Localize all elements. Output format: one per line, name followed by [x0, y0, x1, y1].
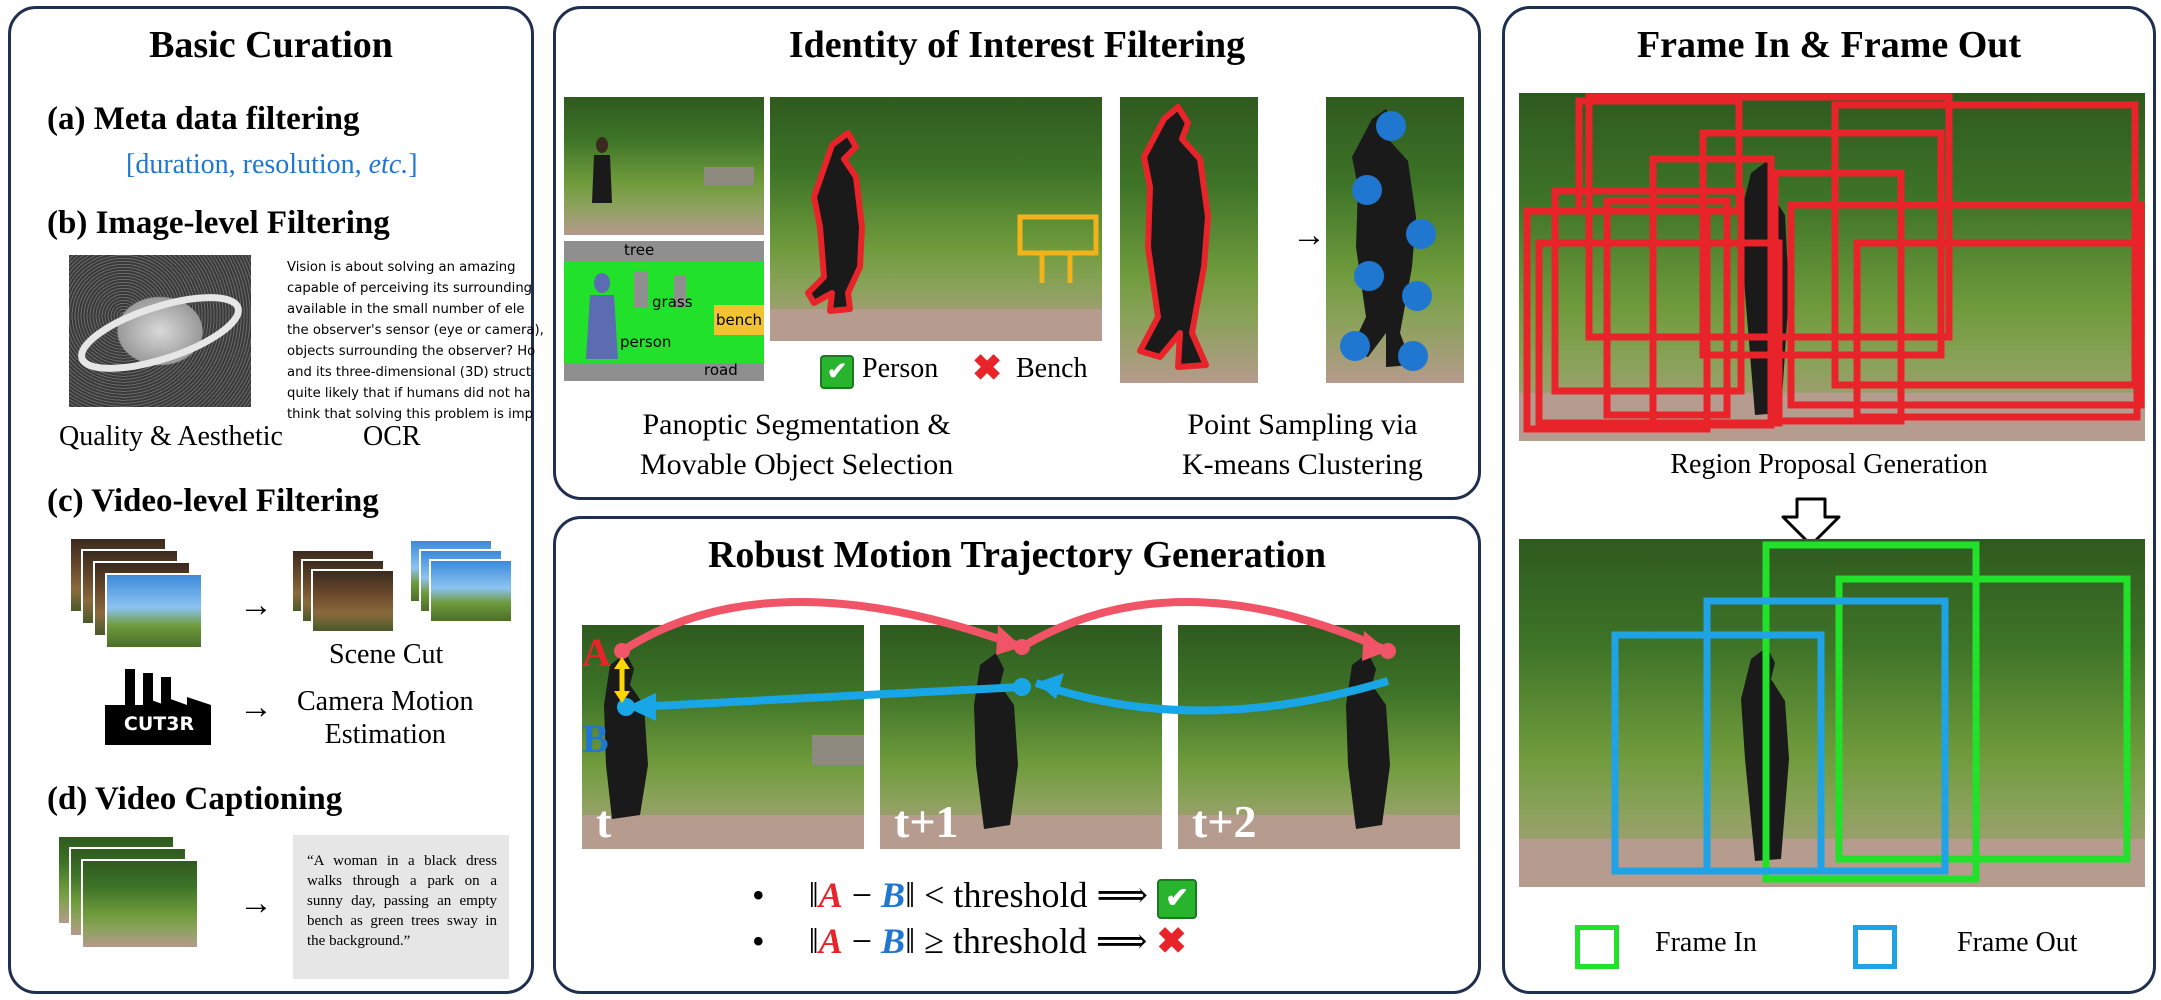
ocr-caption: OCR	[363, 421, 421, 452]
cut3r-logo-text: CUT3R	[123, 713, 195, 735]
rule-a: A	[818, 921, 843, 961]
ocr-line: available in the small number of ele	[287, 302, 525, 317]
kmeans-point	[1376, 111, 1406, 141]
seg-label-bench: bench	[716, 311, 763, 329]
right-arrow-icon: →	[239, 587, 273, 624]
video-filter-heading: (c) Video-level Filtering	[47, 483, 379, 519]
legend-bench: Bench	[1016, 353, 1088, 384]
kmeans-points-image	[1326, 97, 1464, 383]
frame-out-legend-swatch	[1853, 925, 1897, 969]
ocr-line: the observer's sensor (eye or camera),	[287, 323, 544, 338]
video-input-stack	[69, 537, 219, 657]
meta-tags-text: [duration, resolution,	[126, 149, 369, 180]
quality-aesthetic-caption: Quality & Aesthetic	[59, 421, 283, 452]
rule-b: B	[881, 875, 906, 915]
ocr-line: think that solving this problem is imp	[287, 407, 533, 422]
rule-accept: •‖A − B‖ < threshold ⟹ ✔	[752, 873, 1198, 919]
right-arrow-icon: →	[1292, 217, 1326, 254]
kmeans-point	[1402, 281, 1432, 311]
kmeans-point	[1354, 261, 1384, 291]
ocr-line: quite likely that if humans did not ha	[287, 386, 531, 401]
frame-in-out-panel: Frame In & Frame Out Region Proposal Gen…	[1502, 6, 2156, 994]
frame-label-t1: t+1	[894, 796, 959, 847]
trajectory-title: Robust Motion Trajectory Generation	[707, 534, 1327, 576]
right-arrow-icon: →	[239, 885, 273, 922]
seg-label-tree: tree	[624, 241, 655, 259]
check-icon: ✔	[1157, 878, 1198, 919]
frame-label-t: t	[596, 796, 612, 847]
segmentation-result-image	[770, 97, 1102, 341]
caption-video-stack	[57, 835, 207, 965]
basic-curation-title: Basic Curation	[149, 24, 393, 66]
rule-accept-text: < threshold ⟹	[924, 875, 1149, 915]
ocr-line: objects surrounding the observer? Ho	[287, 344, 536, 359]
image-filter-heading: (b) Image-level Filtering	[47, 205, 390, 241]
point-a-label: A	[582, 630, 611, 675]
region-proposal-image	[1519, 93, 2145, 441]
rule-bullet: •	[752, 921, 765, 961]
frame-in-out-title: Frame In & Frame Out	[1636, 24, 2022, 66]
legend-person: Person	[862, 353, 939, 384]
scene-cut-stack-a	[291, 549, 401, 649]
meta-tags-close: ]	[408, 149, 418, 180]
saturn-noisy-image	[69, 255, 251, 407]
factory-icon: CUT3R	[103, 669, 223, 745]
cross-icon: ✖	[972, 348, 1003, 388]
meta-tags-etc: etc.	[368, 149, 409, 180]
camera-motion-caption: Camera Motion Estimation	[297, 686, 474, 750]
rule-reject-text: ≥ threshold ⟹	[924, 921, 1148, 961]
region-proposal-caption: Region Proposal Generation	[1670, 449, 1988, 480]
ocr-sample-text: Vision is about solving an amazing capab…	[287, 257, 544, 425]
identity-filter-title: Identity of Interest Filtering	[788, 24, 1246, 66]
frame-in-legend-label: Frame In	[1655, 927, 1757, 958]
frame-out-legend-label: Frame Out	[1957, 927, 2078, 958]
frame-label-t2: t+2	[1192, 796, 1257, 847]
scene-cut-caption: Scene Cut	[329, 639, 444, 670]
basic-curation-panel: Basic Curation (a) Meta data filtering […	[8, 6, 544, 994]
kmeans-point	[1340, 331, 1370, 361]
rule-reject: •‖A − B‖ ≥ threshold ⟹ ✖	[752, 921, 1187, 961]
video-caption-heading: (d) Video Captioning	[47, 781, 343, 817]
rule-a: A	[818, 875, 843, 915]
frame-t2: t+2	[1178, 625, 1460, 849]
trajectory-panel: Robust Motion Trajectory Generation t t+…	[553, 516, 1481, 994]
person-outline-image	[1120, 97, 1258, 383]
frame-in-legend-swatch	[1575, 925, 1619, 969]
rule-bullet: •	[752, 875, 765, 915]
kmeans-point	[1398, 341, 1428, 371]
frame-t: t	[582, 625, 864, 849]
segmentation-map: tree grass person bench road	[564, 241, 764, 381]
seg-label-person: person	[620, 333, 672, 351]
rule-b: B	[881, 921, 906, 961]
panoptic-caption: Panoptic Segmentation & Movable Object S…	[640, 408, 954, 481]
identity-filter-panel: Identity of Interest Filtering tree gras…	[553, 6, 1481, 500]
scene-cut-stack-b	[409, 539, 519, 639]
ocr-line: and its three-dimensional (3D) struct	[287, 365, 532, 380]
seg-label-grass: grass	[652, 293, 693, 311]
kmeans-point	[1352, 175, 1382, 205]
meta-filter-tags: [duration, resolution, etc.]	[126, 149, 418, 181]
frame-in-out-image	[1519, 539, 2145, 887]
kmeans-point	[1406, 219, 1436, 249]
saturn-ring	[78, 294, 242, 372]
frame-t1: t+1	[880, 625, 1162, 849]
trajectory-arrows	[614, 598, 1396, 721]
caption-text-box: “A woman in a black dress walks through …	[293, 835, 509, 979]
ocr-line: Vision is about solving an amazing	[287, 260, 516, 275]
kmeans-caption: Point Sampling via K-means Clustering	[1182, 408, 1423, 481]
down-arrow-icon	[1781, 497, 1841, 547]
cross-icon: ✖	[1156, 921, 1187, 961]
ocr-line: capable of perceiving its surrounding	[287, 281, 533, 296]
point-b-label: B	[582, 716, 609, 761]
park-thumbnail	[564, 97, 764, 235]
caption-text: “A woman in a black dress walks through …	[307, 853, 497, 949]
right-arrow-icon: →	[239, 689, 273, 726]
meta-filter-heading: (a) Meta data filtering	[47, 101, 360, 137]
seg-label-road: road	[704, 361, 738, 379]
check-icon: ✔	[820, 355, 854, 389]
